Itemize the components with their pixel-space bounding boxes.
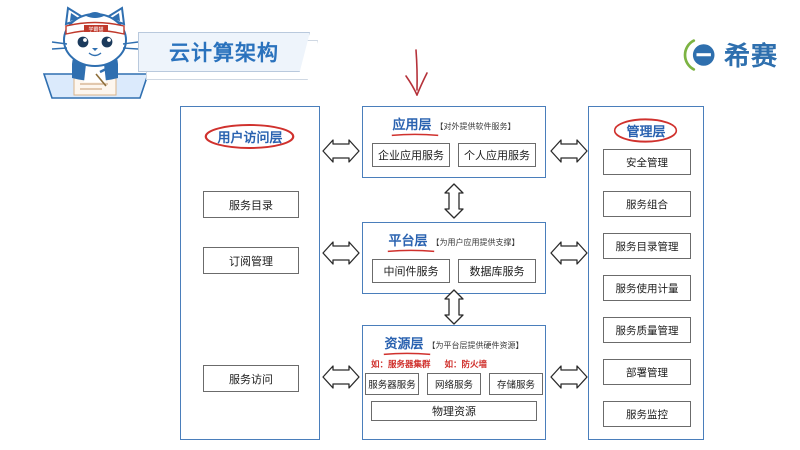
platform-layer-desc: 【为用户应用提供支撑】 xyxy=(431,238,520,247)
brand-name: 希赛 xyxy=(723,41,778,71)
platform-layer-panel: 平台层 【为用户应用提供支撑】 中间件服务 数据库服务 xyxy=(362,222,546,294)
platform-layer-name: 平台层 xyxy=(388,230,435,253)
resource-layer-name-label: 资源层 xyxy=(384,336,424,351)
application-layer-desc: 【对外提供软件服务】 xyxy=(435,122,516,131)
platform-item-database-service[interactable]: 数据库服务 xyxy=(458,259,536,283)
resource-item-network-service[interactable]: 网络服务 xyxy=(427,373,481,395)
platform-layer-title-row: 平台层 【为用户应用提供支撑】 xyxy=(363,230,545,253)
horizontal-double-arrow-icon xyxy=(550,365,588,389)
title-banner: 云计算架构 xyxy=(138,32,310,72)
horizontal-double-arrow-icon xyxy=(322,139,360,163)
app-item-enterprise-service[interactable]: 企业应用服务 xyxy=(372,143,450,167)
mgmt-item-deployment-mgmt[interactable]: 部署管理 xyxy=(603,359,691,385)
user-access-layer-heading: 用户访问层 xyxy=(181,123,319,150)
red-underline-icon xyxy=(384,352,431,356)
app-item-personal-service[interactable]: 个人应用服务 xyxy=(458,143,536,167)
resource-layer-items: 服务器服务 网络服务 存储服务 xyxy=(363,373,545,395)
platform-item-middleware-service[interactable]: 中间件服务 xyxy=(372,259,450,283)
red-underline-icon xyxy=(388,249,435,253)
vertical-double-arrow-icon xyxy=(444,289,464,325)
page-title: 云计算架构 xyxy=(169,42,279,65)
mgmt-item-service-usage-metering[interactable]: 服务使用计量 xyxy=(603,275,691,301)
platform-layer-items: 中间件服务 数据库服务 xyxy=(363,259,545,283)
user-access-layer-panel: 用户访问层 服务目录 订阅管理 服务访问 xyxy=(180,106,320,440)
platform-layer-name-label: 平台层 xyxy=(388,233,428,248)
application-layer-name: 应用层 xyxy=(392,114,439,137)
resource-item-physical-resources[interactable]: 物理资源 xyxy=(371,401,537,421)
red-down-arrow-annotation-icon xyxy=(405,49,428,96)
application-layer-items: 企业应用服务 个人应用服务 xyxy=(363,143,545,167)
management-layer-heading: 管理层 xyxy=(589,117,703,144)
management-layer-heading-label: 管理层 xyxy=(626,124,666,139)
resource-layer-desc: 【为平台层提供硬件资源】 xyxy=(427,341,524,350)
red-underline-icon xyxy=(392,133,439,137)
resource-layer-panel: 资源层 【为平台层提供硬件资源】 如：服务器集群 如：防火墙 服务器服务 网络服… xyxy=(362,325,546,440)
mgmt-item-service-composition[interactable]: 服务组合 xyxy=(603,191,691,217)
mgmt-item-service-quality-mgmt[interactable]: 服务质量管理 xyxy=(603,317,691,343)
resource-item-storage-service[interactable]: 存储服务 xyxy=(489,373,543,395)
resource-layer-notes: 如：服务器集群 如：防火墙 xyxy=(371,358,545,370)
application-layer-title-row: 应用层 【对外提供软件服务】 xyxy=(363,114,545,137)
mgmt-item-security-mgmt[interactable]: 安全管理 xyxy=(603,149,691,175)
left-item-service-catalog[interactable]: 服务目录 xyxy=(203,191,299,218)
resource-layer-title-row: 资源层 【为平台层提供硬件资源】 xyxy=(363,333,545,356)
brand-logo: 希赛 xyxy=(683,36,778,73)
left-item-service-access[interactable]: 服务访问 xyxy=(203,365,299,392)
svg-text:学霸猫: 学霸猫 xyxy=(88,26,103,33)
circle-minus-logo-icon xyxy=(683,38,715,71)
mgmt-item-service-monitoring[interactable]: 服务监控 xyxy=(603,401,691,427)
horizontal-double-arrow-icon xyxy=(550,139,588,163)
resource-item-server-service[interactable]: 服务器服务 xyxy=(365,373,419,395)
user-access-layer-heading-label: 用户访问层 xyxy=(217,130,283,145)
horizontal-double-arrow-icon xyxy=(322,365,360,389)
horizontal-double-arrow-icon xyxy=(322,241,360,265)
horizontal-double-arrow-icon xyxy=(550,241,588,265)
resource-note-server-cluster: 如：服务器集群 xyxy=(371,359,431,369)
mgmt-item-service-catalog-mgmt[interactable]: 服务目录管理 xyxy=(603,233,691,259)
application-layer-name-label: 应用层 xyxy=(392,117,432,132)
resource-note-firewall: 如：防火墙 xyxy=(444,359,488,369)
resource-layer-name: 资源层 xyxy=(384,333,431,356)
vertical-double-arrow-icon xyxy=(444,183,464,219)
left-item-subscription-mgmt[interactable]: 订阅管理 xyxy=(203,247,299,274)
application-layer-panel: 应用层 【对外提供软件服务】 企业应用服务 个人应用服务 xyxy=(362,106,546,178)
management-layer-panel: 管理层 安全管理 服务组合 服务目录管理 服务使用计量 服务质量管理 部署管理 … xyxy=(588,106,704,440)
cat-mascot-icon: 学霸猫 xyxy=(42,6,150,99)
